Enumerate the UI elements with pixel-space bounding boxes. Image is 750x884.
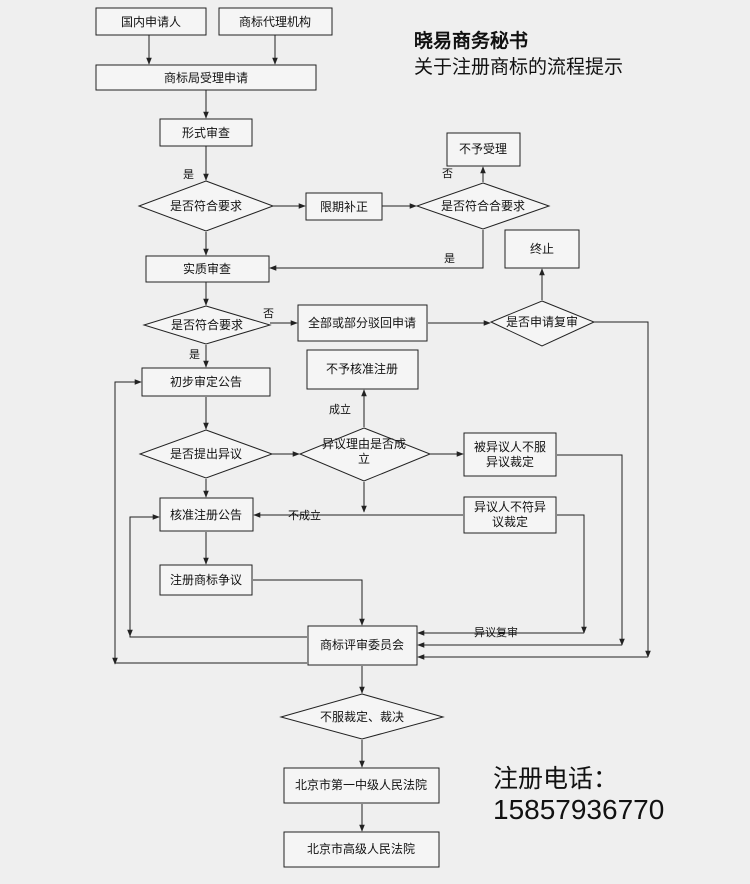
svg-text:是否提出异议: 是否提出异议 [170, 446, 242, 461]
phone-label: 注册电话： [493, 765, 619, 793]
node-domestic-applicant: 国内申请人 [95, 7, 207, 36]
svg-text:初步审定公告: 初步审定公告 [170, 374, 242, 389]
brand-block: 晓易商务秘书 关于注册商标的流程提示 [414, 28, 623, 80]
node-correction: 限期补正 [305, 192, 383, 221]
svg-text:北京市高级人民法院: 北京市高级人民法院 [307, 841, 415, 856]
page-subtitle: 关于注册商标的流程提示 [414, 56, 624, 78]
edge-labels: 是 否 是 否 是 成立 不成立 异议复审 [183, 167, 518, 639]
svg-text:注册商标争议: 注册商标争议 [170, 572, 242, 587]
label-not-established: 不成立 [288, 508, 321, 522]
node-board: 商标评审委员会 [307, 625, 418, 666]
brand-name: 晓易商务秘书 [414, 30, 529, 52]
node-terminate: 终止 [504, 229, 580, 269]
svg-text:实质审查: 实质审查 [183, 261, 231, 276]
svg-text:终止: 终止 [530, 241, 554, 256]
decision-opposition: 是否提出异议 [138, 429, 274, 479]
svg-text:北京市第一中级人民法院: 北京市第一中级人民法院 [295, 777, 427, 792]
label-yes-2: 是 [444, 252, 455, 265]
svg-text:国内申请人: 国内申请人 [121, 15, 181, 29]
label-yes-3: 是 [189, 348, 200, 361]
node-formal-review: 形式审查 [159, 118, 253, 147]
svg-text:不予受理: 不予受理 [459, 142, 507, 156]
label-opposition-review: 异议复审 [474, 625, 518, 639]
label-yes-1: 是 [183, 168, 194, 181]
connectors [112, 35, 651, 832]
node-not-accepted: 不予受理 [446, 132, 521, 167]
decision-review: 是否申请复审 [489, 300, 596, 347]
node-dispute: 注册商标争议 [159, 564, 253, 596]
node-agency: 商标代理机构 [218, 7, 333, 36]
svg-text:不服裁定、裁决: 不服裁定、裁决 [320, 709, 404, 724]
node-prelim-announce: 初步审定公告 [141, 367, 271, 397]
node-court1: 北京市第一中级人民法院 [283, 767, 440, 804]
decision-meets-3: 是否符合要求 [142, 305, 272, 345]
node-court2: 北京市高级人民法院 [283, 831, 440, 868]
svg-text:异议理由是否成立: 异议理由是否成立 [322, 437, 406, 466]
node-not-approved: 不予核准注册 [306, 349, 419, 390]
svg-text:商标局受理申请: 商标局受理申请 [164, 70, 248, 85]
svg-text:是否符合要求: 是否符合要求 [171, 317, 243, 332]
svg-text:被异议人不服异议裁定: 被异议人不服异议裁定 [474, 440, 546, 469]
phone-number: 15857936770 [493, 794, 665, 825]
label-no-2: 否 [263, 307, 274, 320]
decision-disagree: 不服裁定、裁决 [279, 693, 445, 740]
decision-grounds: 异议理由是否成立 [298, 427, 432, 482]
node-reject: 全部或部分驳回申请 [297, 304, 428, 342]
svg-text:不予核准注册: 不予核准注册 [326, 361, 398, 376]
svg-text:商标代理机构: 商标代理机构 [239, 14, 311, 29]
label-no-1: 否 [442, 167, 453, 180]
contact-block: 注册电话： 15857936770 [493, 764, 664, 826]
svg-text:核准注册公告: 核准注册公告 [170, 507, 242, 522]
node-approve-announce: 核准注册公告 [159, 497, 254, 532]
svg-text:限期补正: 限期补正 [320, 200, 368, 214]
decision-meets-1: 是否符合要求 [137, 180, 275, 232]
node-opposed-disagree: 被异议人不服异议裁定 [463, 432, 557, 477]
node-substantive-review: 实质审查 [145, 255, 270, 283]
node-opposer-disagree: 异议人不符异议裁定 [463, 496, 557, 534]
svg-text:是否符合合要求: 是否符合合要求 [441, 198, 525, 213]
svg-text:形式审查: 形式审查 [182, 125, 230, 140]
svg-text:异议人不符异议裁定: 异议人不符异议裁定 [474, 499, 546, 529]
decision-meets-2: 是否符合合要求 [415, 182, 551, 230]
label-established: 成立 [329, 402, 351, 416]
svg-text:商标评审委员会: 商标评审委员会 [320, 637, 404, 652]
svg-text:全部或部分驳回申请: 全部或部分驳回申请 [308, 315, 416, 330]
node-accept-application: 商标局受理申请 [95, 64, 317, 91]
svg-text:是否申请复审: 是否申请复审 [506, 314, 578, 329]
svg-text:是否符合要求: 是否符合要求 [170, 198, 242, 213]
